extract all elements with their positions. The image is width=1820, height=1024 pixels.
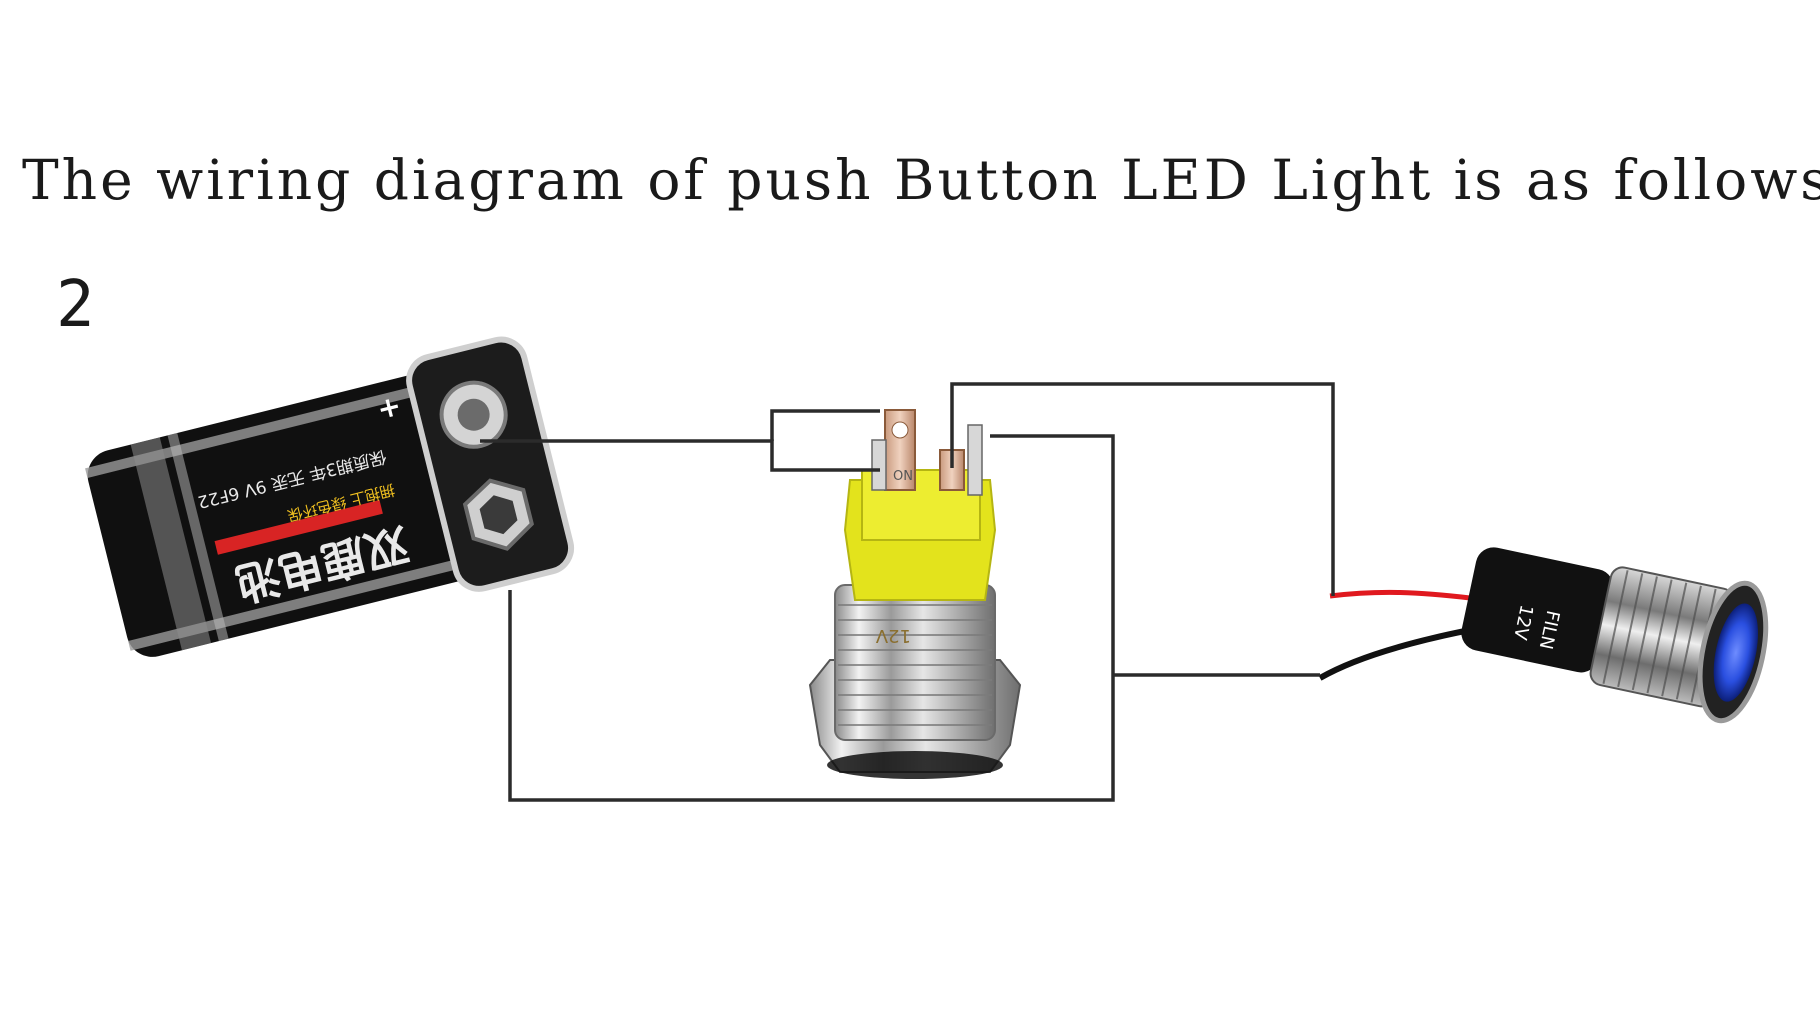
- switch-terminal-2: [871, 439, 887, 491]
- push-button-switch: 12V NO: [808, 409, 1022, 779]
- battery-red-stripe: [214, 500, 383, 555]
- switch-threaded-barrel: [834, 584, 996, 741]
- step-number: 2: [56, 268, 95, 342]
- switch-terminal-label: NO: [893, 466, 913, 481]
- light-blue-lens: [1713, 603, 1758, 702]
- switch-voltage-label: 12V: [875, 625, 911, 646]
- wire-battery-positive-to-switch: [480, 439, 880, 472]
- page-title: The wiring diagram of push Button LED Li…: [22, 148, 1820, 212]
- wire-switch-jumper-loop: [770, 409, 880, 441]
- red-lead-wire: [1329, 589, 1471, 601]
- battery: 双鹿电池 拥抱上 绿色环保 保质期3年 无汞 9V 6F22 +: [85, 336, 575, 657]
- indicator-light: FILN 12V: [1318, 547, 1769, 724]
- black-lead-wire: [1318, 627, 1471, 681]
- switch-terminal-3: [967, 424, 983, 496]
- wire-switch-to-light-red: [950, 382, 1335, 596]
- wiring-lines: [480, 382, 1335, 802]
- light-black-body: [1461, 547, 1614, 673]
- wire-battery-negative-loop: [508, 434, 1115, 802]
